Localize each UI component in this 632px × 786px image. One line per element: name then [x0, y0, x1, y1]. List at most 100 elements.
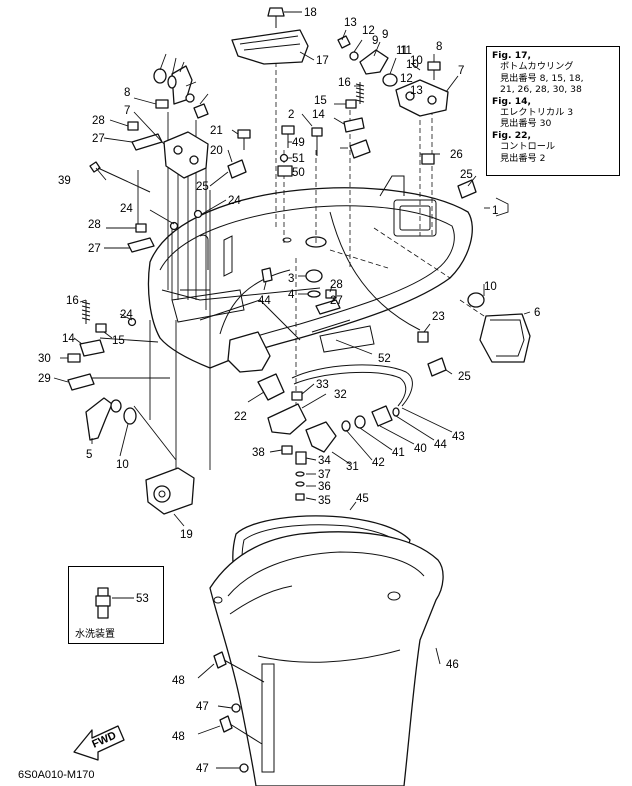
callout-9: 9 — [382, 29, 388, 41]
callout-9: 9 — [372, 35, 378, 47]
callout-6: 6 — [534, 307, 540, 319]
callout-27: 27 — [330, 295, 343, 307]
assembly-lines — [275, 62, 491, 420]
callout-3: 3 — [288, 273, 294, 285]
callout-30: 30 — [38, 353, 51, 365]
callout-25: 25 — [196, 181, 209, 193]
reference-line: 見出番号 8, 15, 18, — [500, 72, 584, 84]
callout-20: 20 — [210, 145, 223, 157]
reference-line: 21, 26, 28, 30, 38 — [500, 84, 582, 96]
callout-42: 42 — [372, 457, 385, 469]
callout-38: 38 — [252, 447, 265, 459]
callout-10: 10 — [116, 459, 129, 471]
callout-25: 25 — [458, 371, 471, 383]
part-43-hose — [291, 364, 413, 407]
part-7-right-bracket — [395, 79, 449, 117]
callout-24: 24 — [120, 309, 133, 321]
callout-15: 15 — [314, 95, 327, 107]
callout-27: 27 — [92, 133, 105, 145]
callout-40: 40 — [414, 443, 427, 455]
part-39-tie-strap — [89, 161, 151, 193]
callout-11: 11 — [400, 45, 412, 57]
callout-21: 21 — [210, 125, 223, 137]
reference-line: ボトムカウリング — [500, 61, 574, 73]
callout-7: 7 — [124, 105, 130, 117]
part-25-holders — [227, 139, 477, 377]
callout-44: 44 — [434, 439, 447, 451]
part-28-27-left — [127, 121, 163, 253]
callout-48: 48 — [172, 675, 185, 687]
part-7-left-bracket — [163, 131, 209, 179]
callout-39: 39 — [58, 175, 71, 187]
callout-46: 46 — [446, 659, 459, 671]
callout-47: 47 — [196, 763, 209, 775]
part-5-lever — [85, 397, 122, 441]
callout-34: 34 — [318, 455, 331, 467]
callout-26: 26 — [450, 149, 463, 161]
callout-22: 22 — [234, 411, 247, 423]
callout-18: 18 — [304, 7, 317, 19]
callout-29: 29 — [38, 373, 51, 385]
callout-43: 43 — [452, 431, 465, 443]
callout-10: 10 — [406, 59, 419, 71]
reference-line: 見出番号 2 — [500, 152, 546, 164]
part-34-35-36-37-38 — [281, 445, 307, 501]
callout-leaders — [53, 11, 531, 769]
callout-27: 27 — [88, 243, 101, 255]
callout-25: 25 — [460, 169, 473, 181]
callout-15: 15 — [112, 335, 125, 347]
callout-10: 10 — [410, 55, 423, 67]
part-46-lower-cowling — [209, 531, 444, 786]
callout-19: 19 — [180, 529, 193, 541]
part-40-41-42-44-fittings — [341, 405, 400, 432]
part-19-switch — [145, 467, 195, 515]
callout-2: 2 — [288, 109, 294, 121]
reference-fig-title: Fig. 14, — [492, 95, 531, 107]
reference-line: エレクトリカル 3 — [500, 107, 574, 119]
callout-48: 48 — [172, 731, 185, 743]
diagram-code: 6S0A010-M170 — [18, 769, 94, 781]
part-52-label — [311, 319, 351, 333]
part-16-15-14-springs — [343, 82, 365, 133]
part-44-clip — [261, 267, 273, 283]
part-47-48-screws — [213, 651, 265, 773]
callout-35: 35 — [318, 495, 331, 507]
callout-4: 4 — [288, 289, 295, 301]
callout-44: 44 — [258, 295, 271, 307]
callout-10: 10 — [484, 281, 497, 293]
reference-fig-title: Fig. 17, — [492, 50, 531, 61]
flush-device-inset: 水洗装置 — [68, 566, 164, 644]
callout-8: 8 — [124, 87, 130, 99]
part-17-grommet-cover — [231, 29, 309, 65]
callout-16: 16 — [66, 295, 79, 307]
callout-36: 36 — [318, 481, 331, 493]
fwd-arrow: FWD — [73, 725, 125, 761]
callout-37: 37 — [318, 469, 331, 481]
callout-50: 50 — [292, 167, 305, 179]
callout-11: 11 — [396, 45, 408, 57]
inset-label: 水洗装置 — [75, 629, 115, 640]
callout-17: 17 — [316, 55, 329, 67]
callout-13: 13 — [344, 17, 357, 29]
part-9-11-12-13-right — [337, 35, 398, 87]
callout-33: 33 — [316, 379, 329, 391]
callout-24: 24 — [228, 195, 241, 207]
reference-line: コントロール — [500, 141, 556, 153]
figure-reference-box: Fig. 17,ボトムカウリング見出番号 8, 15, 18,21, 26, 2… — [486, 46, 620, 176]
part-28-27-center — [315, 289, 341, 315]
callout-47: 47 — [196, 701, 209, 713]
callout-12: 12 — [400, 73, 413, 85]
part-16-15-14-30-29-left — [67, 300, 107, 391]
reference-fig-title: Fig. 22, — [492, 129, 531, 141]
part-8-left-bolt — [155, 99, 169, 109]
callout-12: 12 — [362, 25, 375, 37]
reference-line: 見出番号 30 — [500, 118, 552, 130]
callout-41: 41 — [392, 447, 405, 459]
part-9-11-10-12-13-left — [153, 65, 209, 119]
callout-16: 16 — [338, 77, 351, 89]
callout-24: 24 — [120, 203, 133, 215]
callout-23: 23 — [432, 311, 445, 323]
